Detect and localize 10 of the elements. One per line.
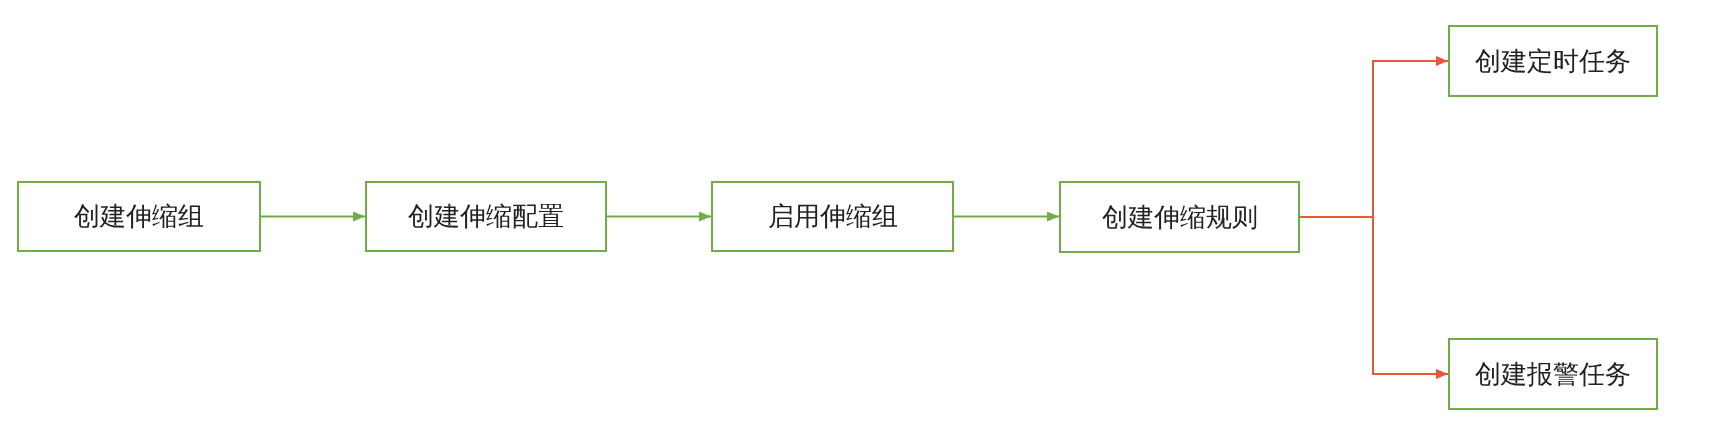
arrow (606, 211, 712, 222)
process-box: 创建定时任务 (1448, 25, 1658, 97)
process-box: 创建伸缩配置 (365, 181, 607, 252)
process-box: 创建伸缩规则 (1059, 181, 1300, 253)
process-box: 创建伸缩组 (17, 181, 261, 252)
arrow (953, 211, 1060, 222)
process-box: 启用伸缩组 (711, 181, 954, 252)
arrow (260, 211, 366, 222)
process-box: 创建报警任务 (1448, 338, 1658, 410)
arrow (1299, 216, 1449, 379)
